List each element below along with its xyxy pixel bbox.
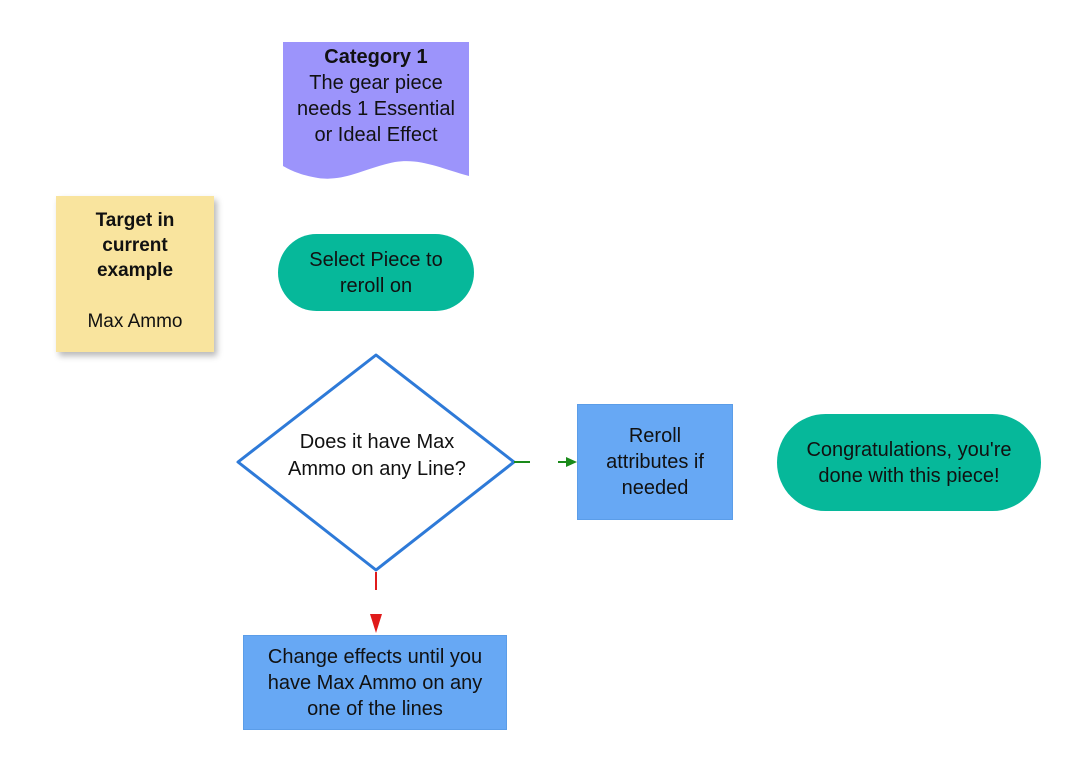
decision-line2: Ammo on any Line? [288,458,466,480]
change-effects-line1: Change effects until you [267,645,483,668]
sticky-heading-line2: current [102,235,168,256]
select-piece-line2: reroll on [339,274,413,297]
sticky-heading-line1: Target in [95,210,175,231]
congrats-line1: Congratulations, you're [806,438,1012,461]
change-effects-node: Change effects until you have Max Ammo o… [243,635,507,730]
decision-line1: Does it have Max [299,431,455,453]
select-piece-node: Select Piece to reroll on [278,234,474,311]
reroll-line1: Reroll [628,425,682,447]
decision-diamond [236,353,516,572]
category-line2: needs 1 Essential [297,98,455,120]
reroll-node: Reroll attributes if needed [577,404,733,520]
reroll-line3: needed [621,477,689,499]
change-effects-line3: one of the lines [307,697,443,720]
congrats-node: Congratulations, you're done with this p… [777,414,1041,511]
change-effects-line2: have Max Ammo on any [267,671,483,694]
sticky-target-value: Max Ammo [87,311,183,332]
category-document-shape [283,42,469,179]
reroll-line2: attributes if [606,451,704,473]
category-line1: The gear piece [309,72,443,94]
yes-arrowhead [566,457,577,467]
select-piece-line1: Select Piece to [309,248,443,271]
sticky-note-target: Target in current example Max Ammo [56,196,214,352]
category-line3: or Ideal Effect [314,124,438,146]
category-title: Category 1 [324,46,428,68]
no-arrowhead [370,614,382,633]
category-document: Category 1 The gear piece needs 1 Essent… [283,44,469,154]
congrats-line2: done with this piece! [818,464,1000,487]
sticky-heading-line3: example [96,260,174,281]
decision-node: Does it have Max Ammo on any Line? [245,396,509,516]
